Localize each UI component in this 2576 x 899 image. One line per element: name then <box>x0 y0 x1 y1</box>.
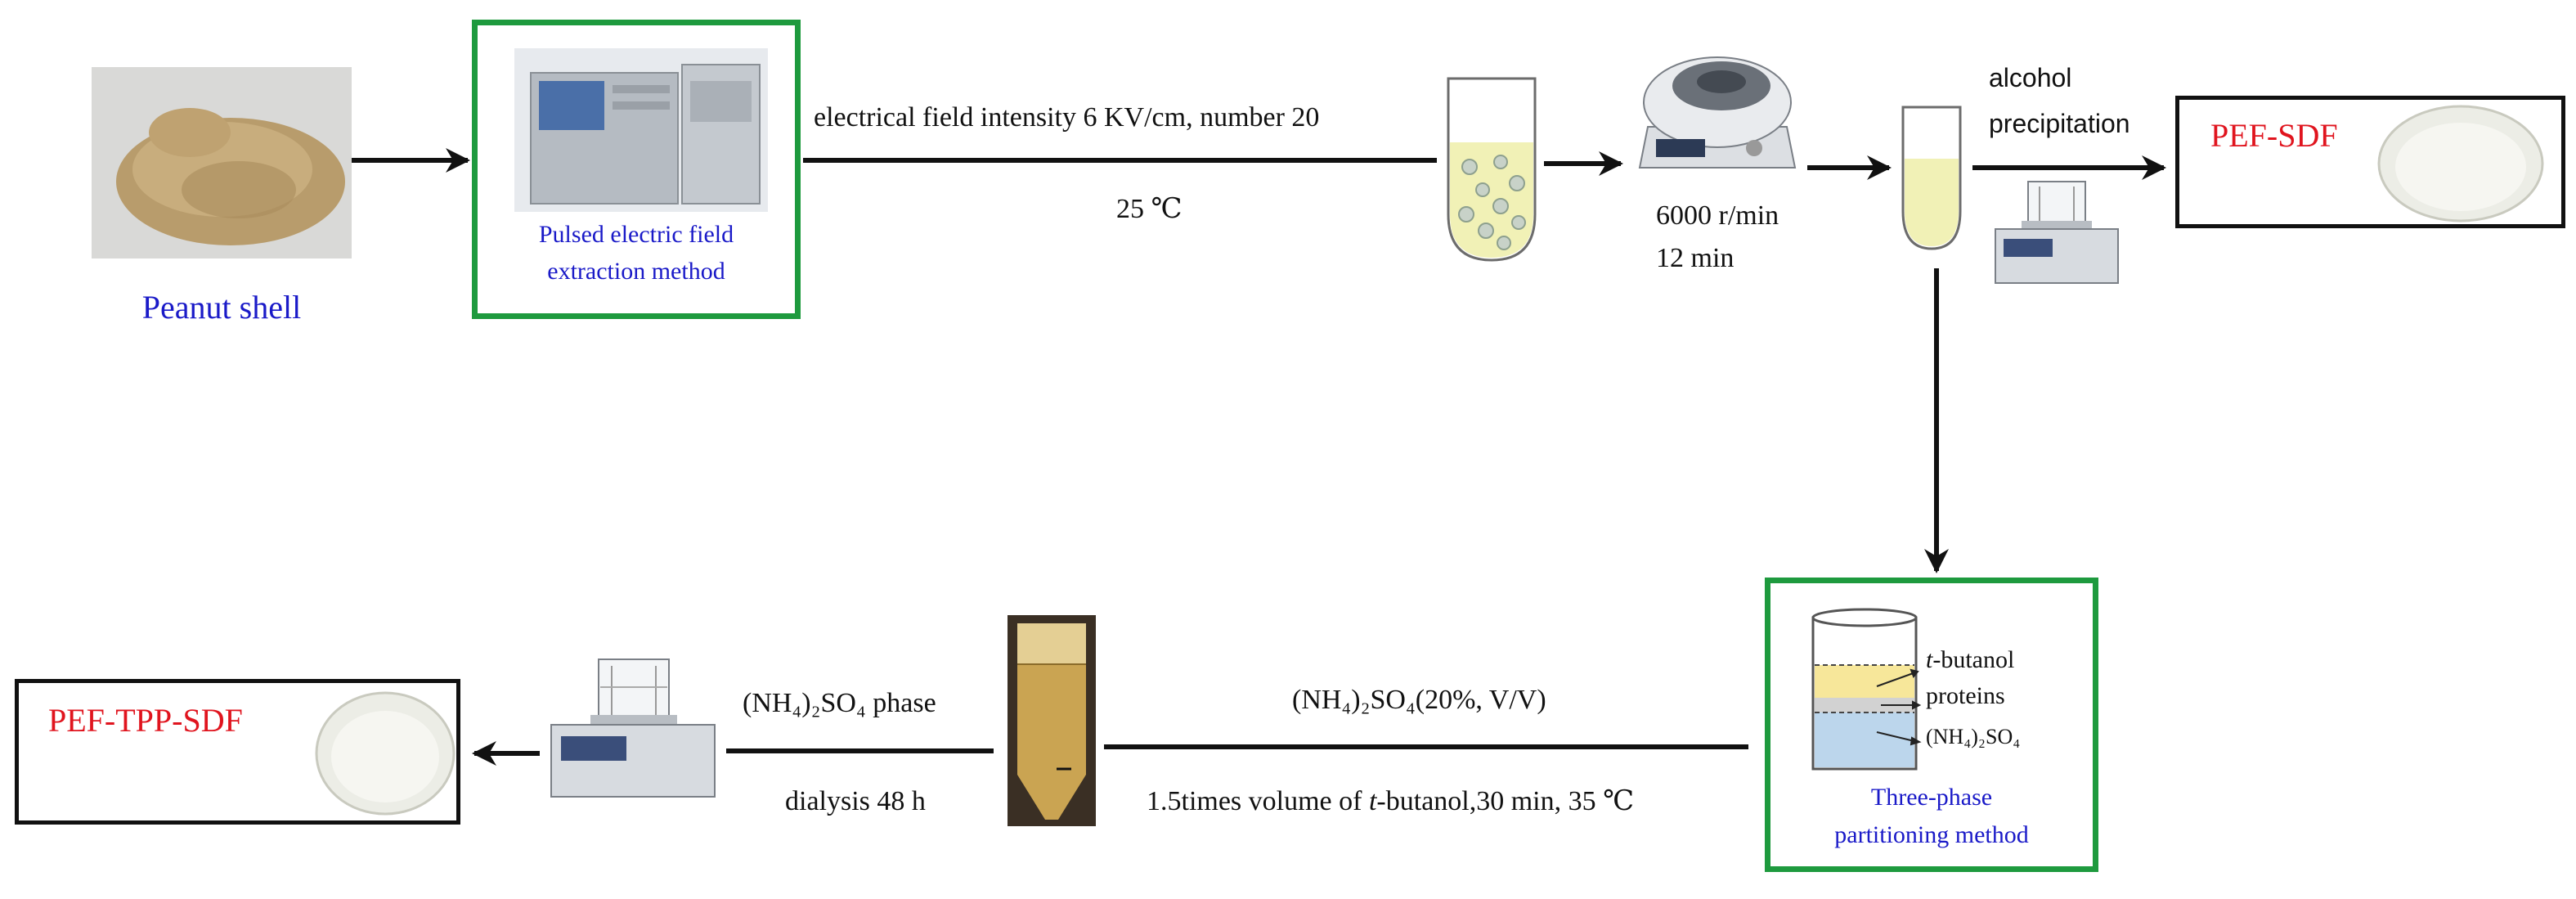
alcohol-label: alcohol <box>1989 63 2072 92</box>
test-tube-particles <box>1443 75 1540 265</box>
pef-condition-top-label: electrical field intensity 6 KV/cm, numb… <box>814 102 1320 133</box>
pef-box-label-line1: Pulsed electric field <box>538 221 734 248</box>
pef-sdf-product-box: PEF-SDF <box>2175 96 2565 228</box>
tpp-beaker-diagram <box>1811 601 2057 773</box>
pef-tpp-sdf-powder-dish <box>312 688 459 819</box>
tpp-condition-top-label: (NH₄)₂SO₄(20%, V/V) <box>1292 685 1546 715</box>
dialysis-label: dialysis 48 h <box>785 786 926 816</box>
pef-equipment-image <box>514 48 768 212</box>
pef-sdf-label: PEF-SDF <box>2210 117 2338 154</box>
tpp-condition-bottom-label: 1.5times volume of t-butanol,30 min, 35 … <box>1147 786 1635 816</box>
centrifuge-image <box>1631 29 1803 180</box>
test-tube-supernatant <box>1899 105 1964 252</box>
pef-tpp-sdf-product-box: PEF-TPP-SDF <box>15 679 460 825</box>
conical-tube-image <box>1008 615 1096 826</box>
tpp-method-box: t-butanol proteins (NH₄)₂SO₄ Three-phase… <box>1765 578 2098 872</box>
tpp-box-label-line2: partitioning method <box>1834 821 2029 848</box>
peanut-shell-image <box>92 67 352 258</box>
centrifuge-speed-label: 6000 r/min <box>1656 200 1779 231</box>
pef-extraction-box: Pulsed electric field extraction method <box>472 20 801 319</box>
tpp-box-label-line1: Three-phase <box>1870 784 1993 811</box>
pef-condition-bottom-label: 25 ℃ <box>1116 194 1183 224</box>
tpp-layer-mid-label: proteins <box>1926 682 2005 709</box>
freeze-dryer-image-top <box>1989 178 2124 286</box>
pef-box-label-line2: extraction method <box>547 258 725 285</box>
pef-tpp-sdf-label: PEF-TPP-SDF <box>48 702 243 739</box>
pef-sdf-powder-dish <box>2366 103 2547 224</box>
centrifuge-time-label: 12 min <box>1656 243 1735 273</box>
freeze-dryer-image-bottom <box>543 654 723 802</box>
peanut-shell-label: Peanut shell <box>141 289 302 326</box>
precipitation-label: precipitation <box>1989 109 2130 138</box>
tpp-layer-top-label: t-butanol <box>1926 646 2015 673</box>
ammonium-sulfate-phase-label: (NH₄)₂SO₄ phase <box>743 688 936 718</box>
tpp-layer-bottom-label: (NH₄)₂SO₄ <box>1926 725 2021 748</box>
